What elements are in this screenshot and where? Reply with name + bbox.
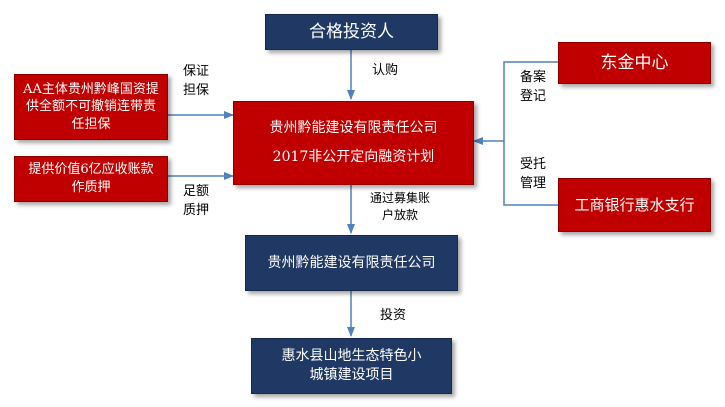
guarantee-label: 保证担保 xyxy=(182,64,209,98)
pledge-label: 提供价值6亿应收账款作质押 xyxy=(28,162,154,195)
company-label: 贵州黔能建设有限责任公司 xyxy=(267,254,436,271)
investment-label: 投资 xyxy=(380,308,407,323)
trustee-label: 受托管理 xyxy=(519,157,546,191)
exchange-label: 东金中心 xyxy=(600,52,669,73)
plan-box: 贵州黔能建设有限责任公司 2017非公开定向融资计划 xyxy=(233,101,474,185)
issuer-label: 贵州黔能建设有限责任公司 xyxy=(269,120,438,137)
guarantor-box: AA主体贵州黔峰国资提供全额不可撤销连带责任担保 xyxy=(14,74,168,140)
guarantor-label: AA主体贵州黔峰国资提供全额不可撤销连带责任担保 xyxy=(23,81,159,132)
pledge-box: 提供价值6亿应收账款作质押 xyxy=(14,156,168,202)
project-box: 惠水县山地生态特色小城镇建设项目 xyxy=(251,338,452,394)
exchange-box: 东金中心 xyxy=(558,42,711,84)
registration-label: 备案登记 xyxy=(519,70,546,104)
disbursement-label: 通过募集账户放款 xyxy=(370,191,431,223)
bank-label: 工商银行惠水支行 xyxy=(574,195,695,214)
plan-label: 2017非公开定向融资计划 xyxy=(272,149,435,165)
project-label: 惠水县山地生态特色小城镇建设项目 xyxy=(281,348,422,383)
investor-label: 合格投资人 xyxy=(309,21,394,42)
company-box: 贵州黔能建设有限责任公司 xyxy=(245,235,458,291)
collateral-label: 足额质押 xyxy=(182,184,209,218)
investor-box: 合格投资人 xyxy=(265,14,438,50)
subscribe-label: 认购 xyxy=(372,63,399,78)
bank-box: 工商银行惠水支行 xyxy=(558,178,711,232)
bracket-exchange-bank xyxy=(503,61,558,206)
